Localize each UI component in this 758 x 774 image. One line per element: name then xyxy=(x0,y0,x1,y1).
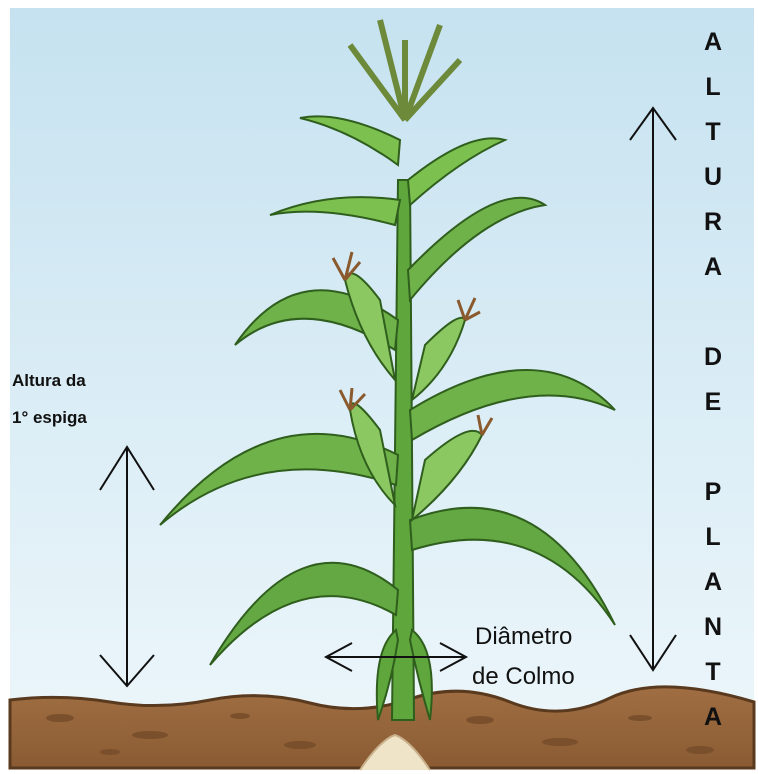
plant-height-letter: A xyxy=(698,28,728,57)
plant-height-letter: N xyxy=(698,613,728,642)
plant-height-letter: A xyxy=(698,253,728,282)
stalk-diameter-label-line2: de Colmo xyxy=(472,662,575,692)
plant-height-letter: R xyxy=(698,208,728,237)
plant-height-letter: T xyxy=(698,118,728,147)
plant-height-letter: T xyxy=(698,658,728,687)
first-ear-height-label-line2: 1° espiga xyxy=(12,405,87,431)
plant-height-letter: E xyxy=(698,388,728,417)
plant-height-letter: L xyxy=(698,73,728,102)
plant-height-letter: U xyxy=(698,163,728,192)
plant-height-letter: A xyxy=(698,568,728,597)
plant-height-letter: L xyxy=(698,523,728,552)
plant-height-letter: D xyxy=(698,343,728,372)
stalk-diameter-label-line1: Diâmetro xyxy=(475,622,572,652)
first-ear-height-label-line1: Altura da xyxy=(12,368,86,394)
plant-height-letter: P xyxy=(698,478,728,507)
plant-height-letter: A xyxy=(698,703,728,732)
